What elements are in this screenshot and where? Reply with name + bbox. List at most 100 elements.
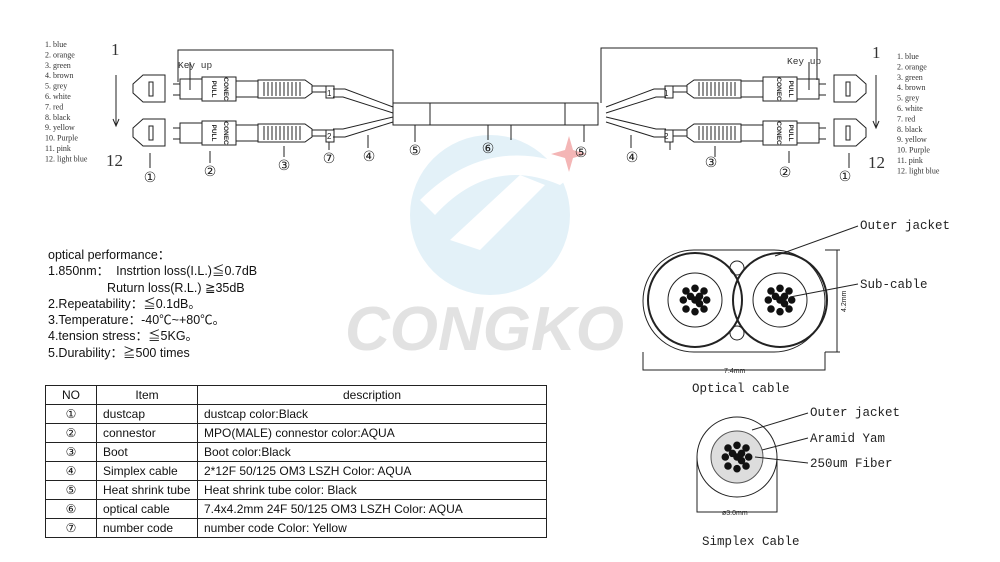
color-code-item: 6. white [45, 92, 71, 101]
simplex-cable-caption: Simplex Cable [702, 535, 800, 549]
color-code-item: 8. black [45, 113, 70, 122]
color-code-item: 1. blue [897, 52, 919, 61]
fiber-dot [686, 292, 695, 301]
connector-brand-right-1: CONEC [775, 77, 782, 101]
connector-brand-right-2: CONEC [775, 121, 782, 145]
sub-cable-label: Sub-cable [860, 278, 928, 292]
performance-title: optical performance： [48, 248, 171, 262]
connector-brand-left-2: CONEC [222, 121, 229, 145]
optical-outer-jacket-label: Outer jacket [860, 219, 950, 233]
callout-3-right: ③ [705, 155, 718, 171]
callout-5-right: ⑤ [575, 145, 588, 161]
color-code-item: 10. Purple [897, 146, 930, 155]
fiber-dot [742, 444, 750, 452]
performance-line: 2.Repeatability：≦0.1dB。 [48, 296, 201, 311]
height-dimension: 4.2mm [841, 290, 848, 312]
callout-1-right: ① [839, 169, 852, 185]
optical-performance: optical performance： 1.850nm： Instrtion … [48, 247, 257, 361]
fiber-dot [733, 464, 741, 473]
connector-half-left [132, 62, 489, 168]
cell-desc: MPO(MALE) connestor color:AQUA [197, 423, 547, 443]
cell-desc: Heat shrink tube color: Black [197, 480, 547, 500]
leg-assembly [132, 118, 335, 147]
connector-pull-right-2: PULL [787, 125, 794, 142]
logo-watermark: CONGKO [345, 135, 624, 364]
fiber-dot [682, 305, 690, 313]
diameter-dimension: ø3.0mm [722, 510, 748, 517]
fiber-dot [737, 456, 746, 465]
connector-pull-left-2: PULL [210, 125, 217, 142]
cell-no: ③ [45, 442, 97, 462]
color-code-item: 2. orange [45, 50, 75, 59]
fiber-dot [728, 449, 737, 458]
color-code-item: 4. brown [45, 71, 73, 80]
callout-5-left: ⑤ [409, 143, 422, 159]
cell-no: ④ [45, 461, 97, 481]
simplex-cable-cross-section [696, 412, 809, 513]
fiber-end-label-left: 12 [106, 151, 123, 170]
fiber-dot [764, 296, 773, 304]
connector-pull-right-1: PULL [787, 81, 794, 98]
fiber-dot [787, 296, 796, 304]
fiber-dot [724, 462, 732, 470]
fiber-dot [744, 453, 753, 461]
leg-tag-1-right: 1 [664, 89, 669, 98]
fiber-dot [733, 441, 741, 450]
callout-2-right: ② [779, 165, 792, 181]
heat-shrink-left [392, 102, 431, 126]
watermark-text: CONGKO [345, 295, 624, 364]
color-code-item: 3. green [897, 73, 923, 82]
callout-6: ⑥ [482, 141, 495, 157]
width-dimension: 7.4mm [724, 368, 746, 375]
cell-desc: 7.4x4.2mm 24F 50/125 OM3 LSZH Color: AQU… [197, 499, 547, 519]
cell-no: ⑦ [45, 518, 97, 538]
callout-1-left: ① [144, 170, 157, 186]
cell-item: connestor [96, 423, 198, 443]
color-code-item: 11. pink [897, 156, 923, 165]
fiber-dot [785, 287, 793, 295]
fiber-dot [767, 287, 775, 295]
fiber-end-label-right: 12 [868, 153, 885, 172]
fiber-dot [776, 307, 784, 316]
callout-4-right: ④ [626, 150, 639, 166]
fiber-start-label-right: 1 [872, 43, 881, 62]
fiber-dot [695, 292, 704, 301]
cell-desc: Boot color:Black [197, 442, 547, 462]
color-code-item: 9. yellow [897, 135, 927, 144]
fiber-dot [780, 299, 789, 308]
key-up-label-left: Key up [178, 60, 213, 71]
cell-item: Heat shrink tube [96, 480, 198, 500]
cell-desc: number code Color: Yellow [197, 518, 547, 538]
heat-shrink-right [564, 102, 599, 126]
fiber-start-label-left: 1 [111, 40, 120, 59]
color-code-item: 3. green [45, 61, 71, 70]
optical-cable-caption: Optical cable [692, 382, 790, 396]
fiber-dot [700, 287, 708, 295]
cell-no: ⑥ [45, 499, 97, 519]
color-code-item: 12. light blue [897, 166, 940, 175]
fiber-dot [771, 292, 780, 301]
performance-line: 3.Temperature：-40℃~+80℃。 [48, 313, 226, 328]
fiber-order-arrow-left [112, 75, 120, 128]
color-code-item: 7. red [897, 114, 915, 123]
color-code-item: 10. Purple [45, 134, 78, 143]
header-no: NO [45, 385, 97, 405]
connector-pull-left-1: PULL [210, 81, 217, 98]
cell-no: ② [45, 423, 97, 443]
color-code-item: 9. yellow [45, 123, 75, 132]
fiber-order-arrow-right [872, 75, 880, 130]
fiber-dot [679, 296, 688, 304]
performance-line: Ruturn loss(R.L.) ≧35dB [48, 280, 245, 295]
performance-line: 1.850nm： Instrtion loss(I.L.)≦0.7dB [48, 264, 258, 279]
optical-cable [430, 102, 565, 126]
key-up-label-right: Key up [787, 56, 822, 67]
optical-cable-cross-section [642, 225, 859, 371]
